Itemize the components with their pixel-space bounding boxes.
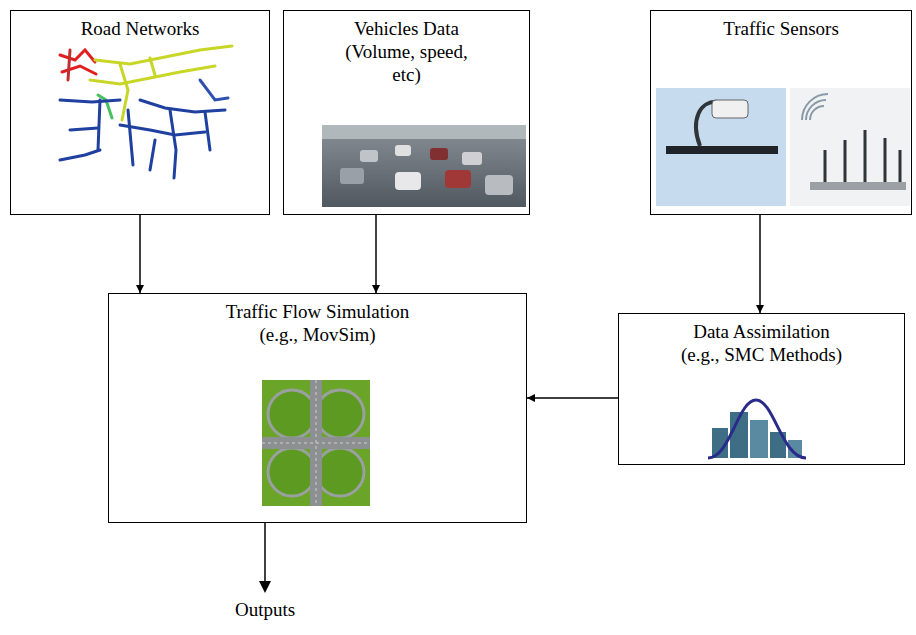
box-heading: Data Assimilation [677,320,847,343]
histogram-icon [708,400,806,458]
process-box: Road Networks [10,10,270,215]
vehicles-photo [322,125,526,207]
process-box: Data Assimilation(e.g., SMC Methods) [618,313,905,465]
box-heading: Vehicles Data [332,17,482,40]
flow-arrow [759,215,761,313]
box-subheading: (Volume, speed, etc) [332,40,482,86]
flow-arrow [527,397,618,399]
output-label: Outputs [215,598,315,621]
process-box: Traffic Sensors [650,10,912,215]
process-box: Traffic Flow Simulation(e.g., MovSim) [108,293,527,523]
flow-arrow [139,215,141,293]
box-heading: Road Networks [20,17,260,40]
box-heading: Traffic Flow Simulation [128,300,508,323]
box-heading: Traffic Sensors [661,17,901,40]
interchange-picture [262,380,370,506]
output-arrow [259,523,271,593]
box-subheading: (e.g., SMC Methods) [677,343,847,366]
flow-arrow [375,215,377,293]
road-map [60,46,232,178]
box-subheading: (e.g., MovSim) [128,323,508,346]
process-box: Vehicles Data(Volume, speed, etc) [283,10,530,215]
sensor-photos [656,88,910,206]
